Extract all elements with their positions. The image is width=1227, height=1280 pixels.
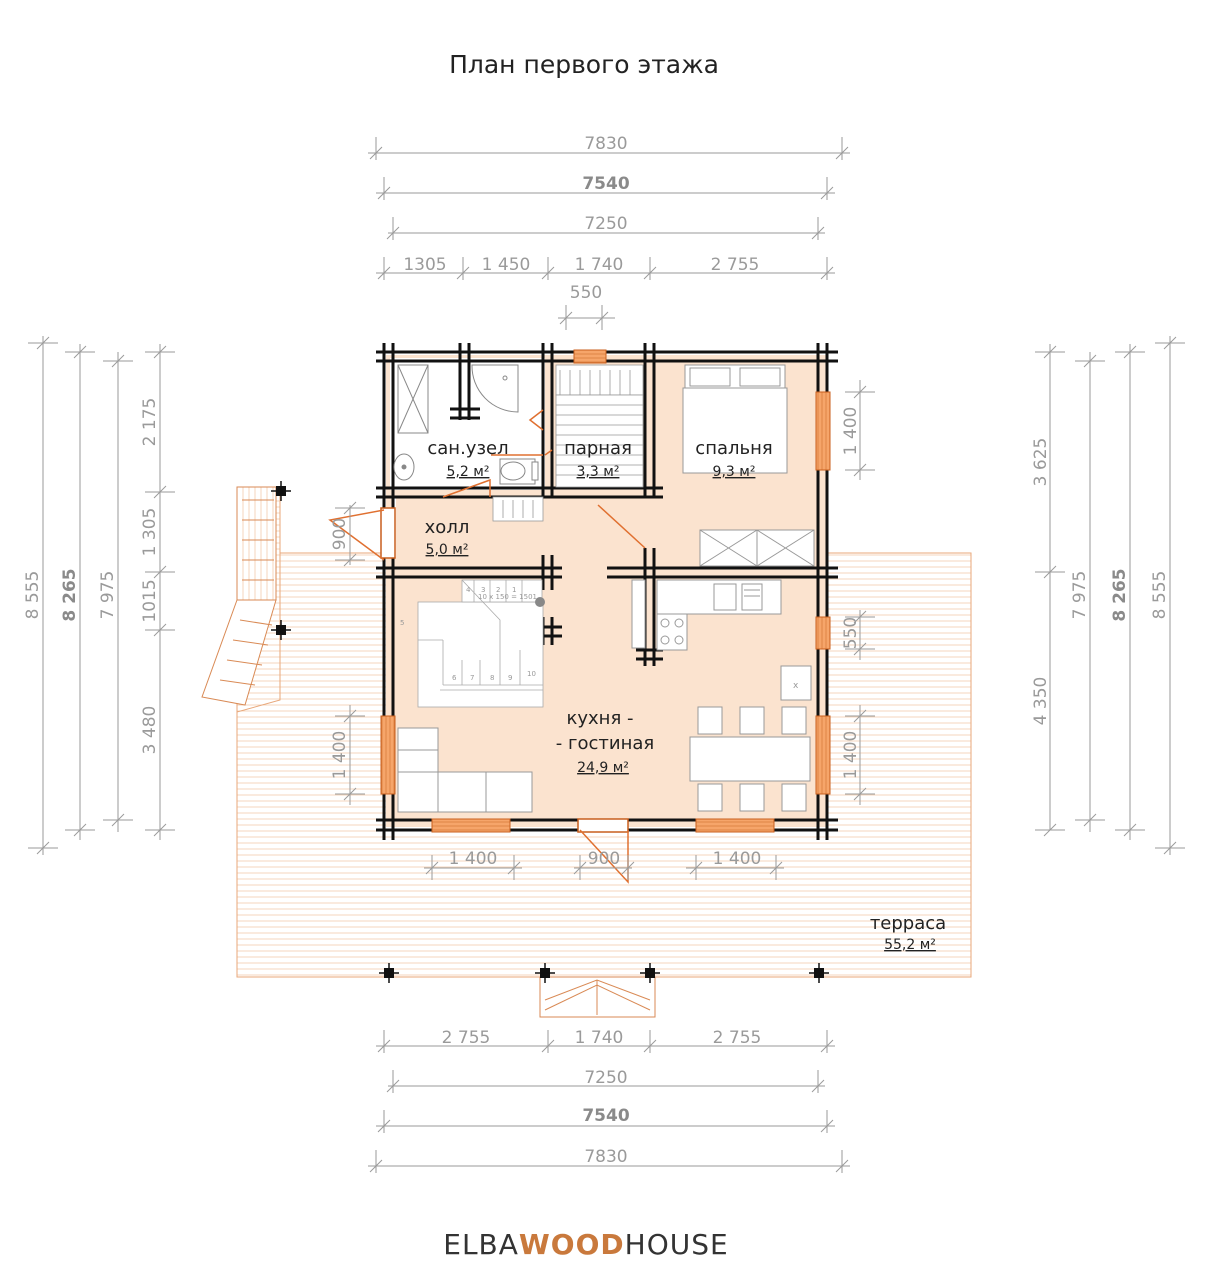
stair-number: 2	[496, 586, 500, 594]
sauna-benches	[492, 364, 644, 522]
stair-numbers: 1 2 3 4 5 6 7 8 9 10	[400, 586, 536, 682]
dim-right-window2: 550	[841, 617, 861, 649]
stair-note: 10 x 150 = 1501	[478, 593, 537, 601]
dim-top-inner: 7250	[584, 214, 627, 234]
wardrobe-icon	[699, 529, 815, 567]
brand-part1: ELBA	[443, 1228, 519, 1261]
svg-text:x: x	[793, 681, 799, 691]
plan-title: План первого этажа	[449, 50, 719, 79]
dim-bot-seg1: 2 755	[442, 1028, 491, 1048]
dim-bot-seg3: 2 755	[713, 1028, 762, 1048]
bed-icon	[682, 364, 788, 474]
dim-bot-inner: 7250	[584, 1068, 627, 1088]
dim-left-seg3: 1015	[140, 579, 160, 622]
stair-number: 1	[512, 586, 516, 594]
dim-left-window: 1 400	[330, 731, 350, 780]
dim-front-window2: 1 400	[713, 849, 762, 869]
terrace-posts	[271, 481, 829, 983]
dim-top-door: 550	[570, 283, 602, 303]
left-steps	[201, 486, 277, 706]
stairs	[417, 579, 545, 708]
dim-left-seg2: 1 305	[140, 508, 160, 557]
dim-top-seg4: 2 755	[711, 255, 760, 275]
room-area-sauna: 3,3 м²	[577, 464, 620, 480]
bathroom-fixtures	[393, 364, 539, 485]
dim-top-seg1: 1305	[403, 255, 446, 275]
stair-number: 6	[452, 674, 457, 682]
dim-top-seg2: 1 450	[482, 255, 531, 275]
dim-top-main: 7540	[582, 174, 629, 194]
stair-number: 7	[470, 674, 474, 682]
room-name-bath: сан.узел	[427, 438, 508, 459]
dim-right-window3: 1 400	[841, 731, 861, 780]
brand-part2: WOOD	[519, 1228, 625, 1261]
dim-left-seg4: 3 480	[140, 706, 160, 755]
room-name-kitchen-1: кухня -	[567, 708, 634, 729]
dim-bot-outer: 7830	[584, 1147, 627, 1167]
dim-right-window1: 1 400	[841, 407, 861, 456]
dim-right-seg2: 4 350	[1031, 677, 1051, 726]
sofa-icon	[397, 727, 533, 813]
dimension-lines	[28, 137, 1185, 1173]
stair-number: 10	[527, 670, 536, 678]
room-name-sauna: парная	[564, 438, 632, 459]
dim-left-seg1: 2 175	[140, 398, 160, 447]
stair-number: 8	[490, 674, 494, 682]
stair-number: 9	[508, 674, 512, 682]
room-area-terrace: 55,2 м²	[884, 937, 936, 953]
dim-front-door: 900	[588, 849, 620, 869]
room-name-hall: холл	[425, 517, 470, 538]
fridge-icon	[780, 665, 812, 701]
dim-left-main: 8 265	[60, 568, 80, 621]
room-area-bedroom: 9,3 м²	[713, 464, 756, 480]
room-area-bath: 5,2 м²	[447, 464, 490, 480]
room-area-kitchen: 24,9 м²	[577, 760, 629, 776]
dim-right-main: 8 265	[1110, 568, 1130, 621]
dim-bot-main: 7540	[582, 1106, 629, 1126]
room-name-bedroom: спальня	[695, 438, 772, 459]
dim-right-seg1: 3 625	[1031, 438, 1051, 487]
kitchen-units: x	[631, 579, 812, 701]
room-name-terrace: терраса	[870, 913, 946, 934]
dim-front-window1: 1 400	[449, 849, 498, 869]
dining-table-icon	[689, 706, 811, 812]
dim-bot-seg2: 1 740	[575, 1028, 624, 1048]
stove-icon	[656, 613, 688, 651]
stair-number: 3	[481, 586, 485, 594]
dim-top-outer: 7830	[584, 134, 627, 154]
doors	[328, 409, 646, 884]
dim-top-seg3: 1 740	[575, 255, 624, 275]
room-labels: сан.узел 5,2 м² парная 3,3 м² спальня 9,…	[425, 438, 947, 953]
stair-number: 4	[466, 586, 471, 594]
dim-left-inner: 7 975	[98, 571, 118, 620]
dim-left-door: 900	[330, 518, 350, 550]
dim-right-inner: 7 975	[1070, 571, 1090, 620]
front-steps	[539, 976, 656, 1018]
dim-right-outer: 8 555	[1150, 571, 1170, 620]
room-name-kitchen-2: - гостиная	[556, 733, 654, 754]
brand-part3: HOUSE	[625, 1228, 729, 1261]
dim-left-outer: 8 555	[23, 571, 43, 620]
brand-logo: ELBAWOODHOUSE	[443, 1228, 728, 1261]
dimension-texts: 7830 7540 7250 1305 1 450 1 740 2 755 55…	[23, 134, 1170, 1167]
stair-number: 5	[400, 619, 404, 627]
windows	[380, 349, 831, 833]
room-area-hall: 5,0 м²	[426, 542, 469, 558]
